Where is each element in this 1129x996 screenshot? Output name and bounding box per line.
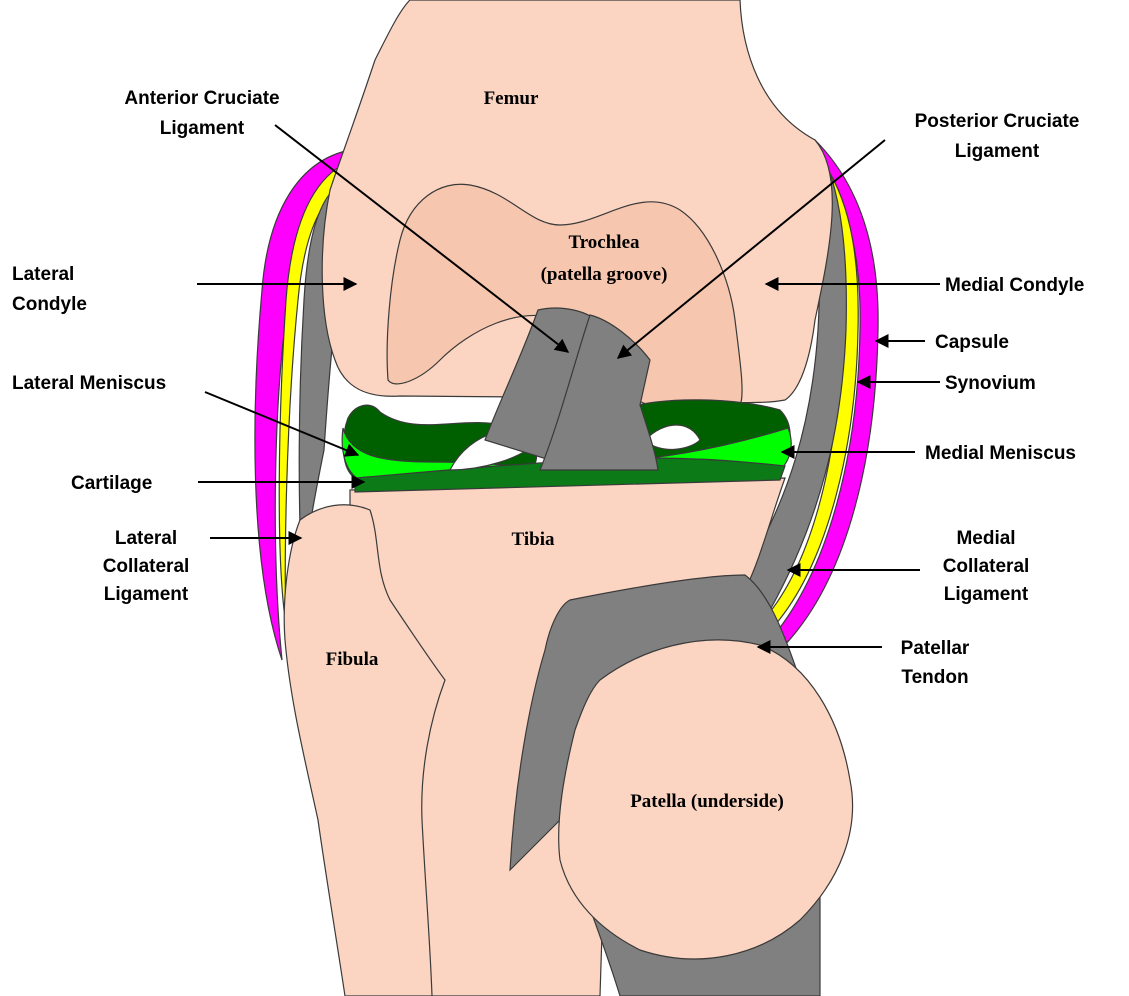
- mcl-label-line1: Medial: [956, 528, 1015, 549]
- lcl-label-line1: Lateral: [115, 528, 177, 549]
- mcl-label-line3: Ligament: [944, 584, 1029, 605]
- lateral-condyle-label-line2: Condyle: [12, 294, 87, 315]
- fibula-label: Fibula: [326, 649, 379, 670]
- lateral-meniscus-label: Lateral Meniscus: [12, 373, 166, 394]
- capsule-label: Capsule: [935, 332, 1009, 353]
- synovium-label: Synovium: [945, 373, 1036, 394]
- acl-label-line1: Anterior Cruciate: [124, 88, 279, 109]
- lcl-label-line3: Ligament: [104, 584, 189, 605]
- pcl-label-line1: Posterior Cruciate: [915, 111, 1080, 132]
- lateral-condyle-label-line1: Lateral: [12, 264, 74, 285]
- trochlea-label-line2: (patella groove): [541, 264, 668, 285]
- pcl-label-line2: Ligament: [955, 141, 1040, 162]
- patellar-tendon-label-line2: Tendon: [901, 667, 968, 688]
- femur-label: Femur: [484, 88, 539, 109]
- mcl-label-line2: Collateral: [943, 556, 1030, 577]
- cartilage-label: Cartilage: [71, 473, 152, 494]
- trochlea-label-line1: Trochlea: [568, 232, 640, 253]
- patellar-tendon-label-line1: Patellar: [901, 638, 970, 659]
- patella-label: Patella (underside): [630, 791, 784, 812]
- lcl-label-line2: Collateral: [103, 556, 190, 577]
- tibia-label: Tibia: [512, 529, 555, 550]
- acl-label-line2: Ligament: [160, 118, 245, 139]
- medial-condyle-label: Medial Condyle: [945, 275, 1084, 296]
- medial-meniscus-label: Medial Meniscus: [925, 443, 1076, 464]
